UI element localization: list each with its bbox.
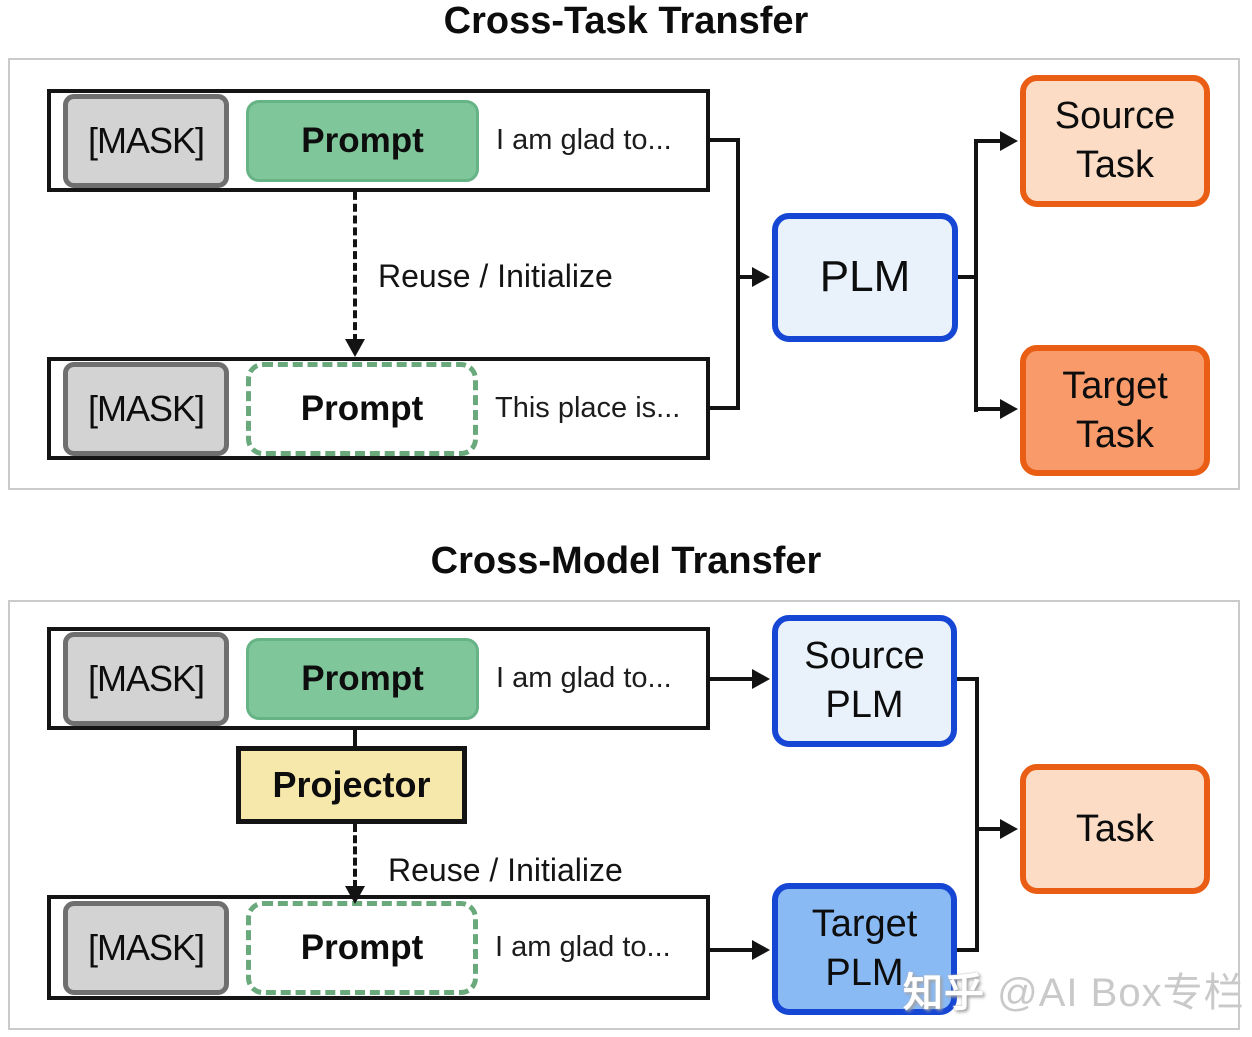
task-box: Task bbox=[1020, 764, 1210, 894]
arrowhead-reuse-down-icon bbox=[345, 339, 365, 357]
source-plm-box: Source PLM bbox=[772, 615, 957, 747]
reuse-initialize-label: Reuse / Initialize bbox=[378, 258, 613, 294]
source-prompt-row: [MASK] Prompt I am glad to... bbox=[47, 627, 710, 730]
source-plm-out-stub-line bbox=[957, 677, 979, 681]
prompt-token: Prompt bbox=[246, 99, 479, 182]
prompt-token-dashed: Prompt bbox=[246, 361, 478, 456]
input-sentence: This place is... bbox=[495, 392, 681, 424]
target-prompt-row: [MASK] Prompt This place is... bbox=[47, 357, 710, 460]
reuse-dashed-line bbox=[353, 824, 357, 888]
target-row-stub-line bbox=[710, 406, 740, 410]
prompt-token: Prompt bbox=[246, 637, 479, 720]
target-row-to-plm-line bbox=[710, 948, 754, 952]
mask-token: [MASK] bbox=[63, 361, 229, 456]
target-prompt-row: [MASK] Prompt I am glad to... bbox=[47, 895, 710, 1000]
mask-token: [MASK] bbox=[63, 631, 229, 726]
cross-task-title: Cross-Task Transfer bbox=[443, 0, 809, 42]
plm-out-stub-line bbox=[958, 275, 978, 279]
arrowhead-into-task-icon bbox=[1000, 819, 1018, 839]
source-row-stub-line bbox=[710, 138, 740, 142]
mask-token: [MASK] bbox=[63, 900, 229, 995]
plms-merge-line bbox=[975, 677, 979, 952]
prompt-token-dashed: Prompt bbox=[246, 900, 478, 995]
input-sentence: I am glad to... bbox=[496, 124, 672, 156]
arrowhead-into-target-plm-icon bbox=[752, 940, 770, 960]
arrowhead-reuse-down-icon bbox=[345, 886, 365, 904]
plm-split-line bbox=[974, 139, 978, 412]
source-prompt-row: [MASK] Prompt I am glad to... bbox=[47, 89, 710, 192]
merge-to-plm-line bbox=[736, 275, 756, 279]
reuse-dashed-line bbox=[353, 180, 357, 342]
arrowhead-into-target-task-icon bbox=[1000, 399, 1018, 419]
target-plm-box: Target PLM bbox=[772, 883, 957, 1015]
mask-token: [MASK] bbox=[63, 93, 229, 188]
to-target-task-line bbox=[974, 407, 1002, 411]
to-source-task-line bbox=[974, 139, 1002, 143]
plm-box: PLM bbox=[772, 213, 958, 342]
source-row-to-plm-line bbox=[710, 677, 754, 681]
watermark-handle: @AI Box专栏 bbox=[997, 971, 1245, 1015]
source-task-box: Source Task bbox=[1020, 75, 1210, 207]
target-plm-out-stub-line bbox=[957, 948, 979, 952]
zhihu-watermark: 知乎 @AI Box专栏 bbox=[903, 960, 1245, 1018]
arrowhead-into-plm-icon bbox=[752, 267, 770, 287]
reuse-initialize-label: Reuse / Initialize bbox=[388, 852, 623, 888]
arrowhead-into-source-task-icon bbox=[1000, 131, 1018, 151]
input-sentence: I am glad to... bbox=[495, 931, 671, 963]
rows-merge-line bbox=[736, 138, 740, 410]
arrowhead-into-source-plm-icon bbox=[752, 669, 770, 689]
cross-model-title: Cross-Model Transfer bbox=[430, 540, 822, 582]
projector-box: Projector bbox=[236, 746, 467, 824]
zhihu-logo-text: 知乎 bbox=[903, 971, 985, 1015]
merge-to-task-line bbox=[975, 827, 1003, 831]
input-sentence: I am glad to... bbox=[496, 662, 672, 694]
target-task-box: Target Task bbox=[1020, 345, 1210, 476]
